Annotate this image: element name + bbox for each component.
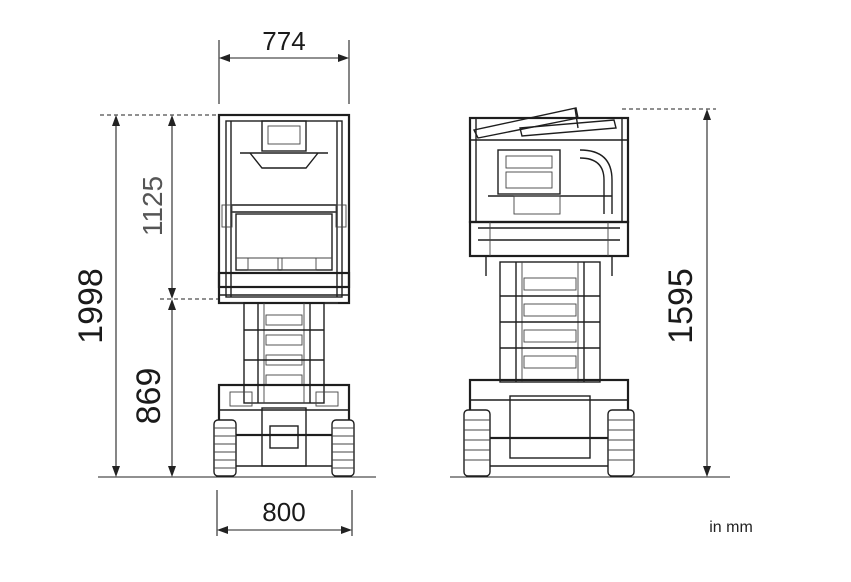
dim-line-1998 (100, 114, 219, 477)
front-view-drawing (213, 113, 355, 477)
dim-label-800: 800 (262, 497, 305, 527)
side-view-drawing (463, 107, 635, 477)
dim-label-774: 774 (262, 26, 305, 56)
dim-line-869 (168, 299, 176, 477)
unit-label: in mm (709, 519, 753, 536)
dim-label-1125: 1125 (137, 176, 168, 236)
dim-line-1125 (160, 115, 219, 300)
dim-line-774 (218, 40, 350, 104)
dim-label-869: 869 (130, 368, 168, 425)
dim-line-1595 (622, 108, 716, 477)
dim-label-1998: 1998 (72, 268, 110, 344)
dim-line-800 (216, 490, 353, 536)
dim-label-1595: 1595 (662, 268, 700, 344)
